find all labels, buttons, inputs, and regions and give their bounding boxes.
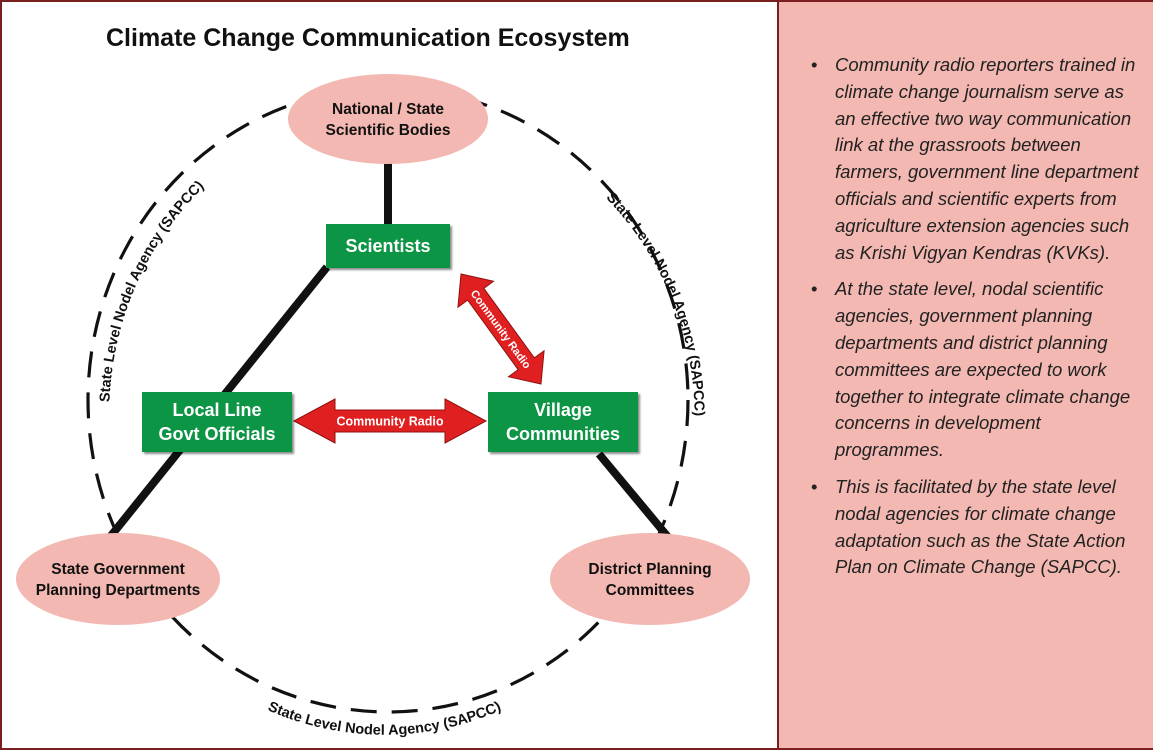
description-item: • This is facilitated by the state level…: [811, 474, 1141, 581]
local-line-label-line2: Govt Officials: [158, 424, 276, 444]
description-item: • At the state level, nodal scientific a…: [811, 276, 1141, 464]
state-gov-ellipse: [16, 533, 220, 625]
circle-label-left: State Level Nodel Agency (SAPCC): [97, 178, 207, 403]
description-item-text: At the state level, nodal scientific age…: [835, 278, 1131, 461]
circle-label-right: State Level Nodel Agency (SAPCC): [603, 189, 707, 416]
national-label: National / State Scientific Bodies: [298, 99, 478, 141]
district-ellipse: [550, 533, 750, 625]
arrow-diagonal: [457, 273, 545, 385]
national-ellipse: [288, 74, 488, 164]
local-line-box: Local Line Govt Officials: [142, 392, 292, 452]
village-box: Village Communities: [488, 392, 638, 452]
bullet-marker: •: [811, 54, 818, 75]
scientists-box: Scientists: [326, 224, 450, 268]
description-item-text: Community radio reporters trained in cli…: [835, 54, 1139, 263]
diagram-title: Climate Change Communication Ecosystem: [106, 24, 630, 52]
link-village-district: [595, 451, 672, 540]
state-gov-label-line2: Planning Departments: [35, 582, 201, 599]
diagram-canvas: Community Radio Community Radio State Le…: [16, 74, 750, 739]
arrow-horizontal-label: Community Radio: [337, 415, 444, 429]
arrow-horizontal: [292, 398, 488, 444]
ecosystem-diagram: Community Radio Community Radio State Le…: [2, 2, 777, 748]
state-gov-label-line1: State Government: [51, 561, 185, 578]
local-line-label-line1: Local Line: [172, 400, 262, 420]
district-label-line2: Committees: [605, 582, 695, 599]
local-line-label: Local Line Govt Officials: [158, 398, 275, 446]
description-item: • Community radio reporters trained in c…: [811, 52, 1141, 266]
bullet-marker: •: [811, 475, 818, 497]
district-label-line1: District Planning: [588, 561, 712, 578]
national-label-line1: National / State: [332, 101, 444, 118]
district-label: District Planning Committees: [560, 559, 740, 601]
description-panel: • Community radio reporters trained in c…: [777, 2, 1153, 748]
bullet-marker: •: [811, 278, 818, 300]
description-list: • Community radio reporters trained in c…: [811, 52, 1141, 591]
state-gov-label: State Government Planning Departments: [18, 559, 218, 601]
village-label-line2: Communities: [505, 424, 620, 444]
village-label: Village Communities: [506, 398, 620, 446]
circle-label-bottom: State Level Nodel Agency (SAPCC): [266, 699, 504, 739]
arrow-diagonal-label: Community Radio: [468, 288, 533, 371]
village-label-line1: Village: [534, 400, 592, 420]
description-item-text: This is facilitated by the state level n…: [835, 475, 1126, 578]
scientists-label: Scientists: [345, 236, 431, 256]
national-label-line2: Scientific Bodies: [325, 122, 451, 139]
